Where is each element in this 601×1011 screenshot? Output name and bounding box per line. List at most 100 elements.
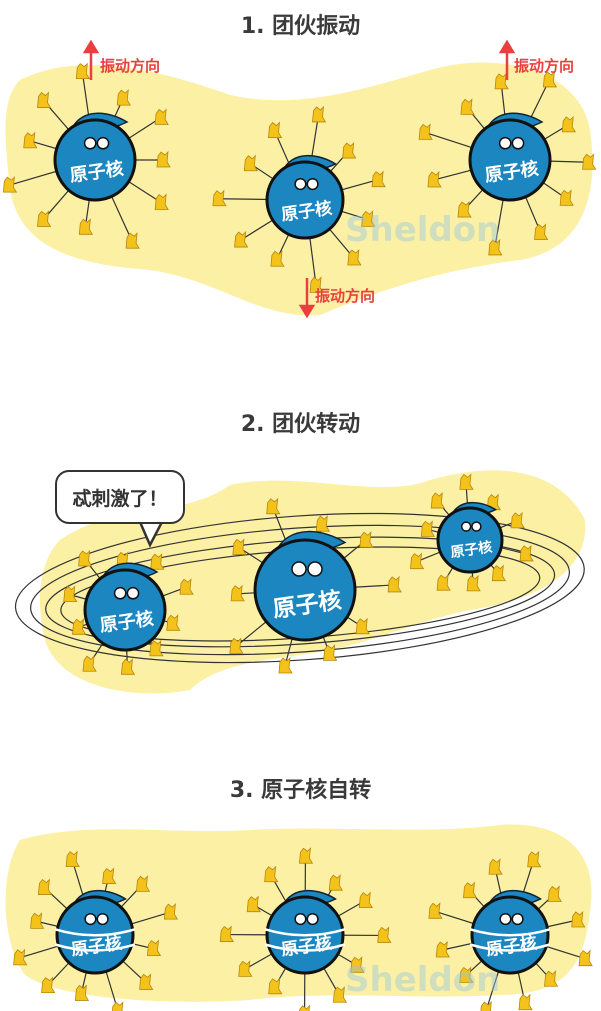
eye-icon: [471, 521, 482, 532]
eye-icon: [126, 586, 140, 600]
atomic-nucleus: 原子核: [212, 105, 386, 293]
electron-chick-icon: [420, 520, 436, 537]
electron-chick-icon: [436, 574, 451, 591]
speech-bubble: 忒刺激了！: [55, 470, 185, 524]
electron-chick-icon: [463, 881, 478, 899]
electron-chick-icon: [312, 105, 327, 123]
electron-chick-icon: [150, 553, 165, 570]
electron-chick-icon: [460, 98, 475, 115]
electron-chick-icon: [457, 201, 472, 218]
electron-chick-icon: [347, 248, 362, 266]
eye-icon: [511, 136, 525, 150]
electron-chick-icon: [78, 549, 93, 567]
electron-chick-icon: [544, 970, 559, 987]
spin-line: [54, 943, 136, 952]
electron-chick-icon: [459, 473, 474, 490]
electron-chick-icon: [266, 497, 281, 515]
electron-chick-icon: [149, 639, 164, 657]
electron-chick-icon: [527, 850, 542, 868]
electron-chick-icon: [37, 878, 53, 895]
electron-chick-icon: [387, 575, 402, 593]
electron-chick-icon: [518, 993, 533, 1011]
electron-chick-icon: [232, 538, 247, 555]
nucleus-body: [53, 118, 137, 202]
electron-chick-icon: [418, 123, 433, 140]
electron-chick-icon: [486, 493, 501, 511]
electron-chick-icon: [309, 276, 324, 293]
electron-chick-icon: [23, 131, 38, 149]
electron-chick-icon: [582, 153, 597, 170]
vibration-direction-label: 振动方向: [100, 57, 161, 75]
electron-chick-icon: [323, 644, 338, 661]
electron-chick-icon: [491, 564, 507, 582]
eye-icon: [113, 586, 127, 600]
electron-chick-icon: [578, 949, 593, 967]
atomic-nucleus: 原子核: [229, 497, 402, 674]
nucleus-body: [83, 568, 167, 652]
eye-icon: [498, 136, 512, 150]
spin-line: [264, 928, 346, 937]
electron-chick-icon: [488, 238, 503, 256]
electron-chick-icon: [63, 585, 78, 603]
electron-chick-icon: [427, 170, 442, 188]
electron-chick-icon: [350, 956, 365, 973]
nucleus-body: [436, 506, 504, 574]
vibration-direction-label: 振动方向: [514, 57, 575, 75]
eye-icon: [460, 521, 472, 532]
electron-chick-icon: [459, 966, 474, 983]
watermark: Sheldon: [345, 210, 501, 250]
electron-chick-icon: [78, 218, 94, 235]
nucleus-body: [468, 118, 552, 202]
spin-line: [264, 943, 346, 952]
electron-chick-icon: [264, 865, 279, 883]
nucleus-body: [253, 538, 357, 642]
electron-chick-icon: [37, 91, 52, 108]
electron-chick-icon: [13, 948, 28, 966]
vibration-direction-label: 振动方向: [315, 287, 376, 305]
electron-chick-icon: [30, 912, 45, 929]
section2-title: 2. 团伙转动: [240, 412, 361, 437]
electron-chick-icon: [230, 584, 245, 602]
atomic-nucleus: 原子核: [219, 847, 392, 1011]
atomic-nucleus: 原子核: [63, 549, 194, 675]
electron-chick-icon: [571, 910, 586, 928]
electron-chick-icon: [238, 960, 253, 977]
electron-chick-icon: [229, 637, 244, 654]
atomic-nucleus: 原子核: [410, 473, 534, 592]
electron-chick-icon: [116, 89, 131, 106]
electron-chick-icon: [534, 223, 549, 240]
electron-chick-icon: [156, 150, 171, 168]
electron-chick-icon: [75, 62, 91, 80]
electron-chick-icon: [428, 902, 443, 919]
electron-chick-icon: [166, 614, 181, 631]
electron-chick-icon: [246, 895, 261, 913]
electron-chick-icon: [328, 874, 343, 891]
electron-chick-icon: [219, 925, 234, 942]
electron-chick-icon: [519, 544, 534, 562]
electron-chick-icon: [243, 154, 259, 172]
electron-chick-icon: [179, 578, 194, 595]
electron-chick-icon: [371, 170, 386, 188]
motion-line: [30, 524, 570, 656]
electron-chick-icon: [466, 574, 481, 592]
electron-chick-icon: [561, 115, 576, 133]
electron-chick-icon: [102, 867, 117, 884]
atomic-nucleus: 原子核: [2, 62, 171, 249]
spin-line: [469, 943, 551, 952]
eye-icon: [294, 912, 307, 926]
electron-chick-icon: [559, 189, 574, 206]
eye-icon: [306, 177, 319, 191]
electron-chick-icon: [135, 875, 151, 892]
electron-chick-icon: [355, 617, 370, 635]
electron-chick-icon: [234, 231, 249, 248]
electron-chick-icon: [212, 189, 227, 207]
electron-chick-icon: [361, 210, 376, 227]
electron-chick-icon: [125, 232, 140, 249]
nucleus-label: 原子核: [449, 538, 493, 561]
nucleus-body: [265, 160, 345, 240]
electron-chick-icon: [342, 141, 357, 159]
eye-icon: [291, 561, 307, 577]
eye-icon: [84, 912, 97, 926]
electron-chick-icon: [146, 939, 162, 957]
